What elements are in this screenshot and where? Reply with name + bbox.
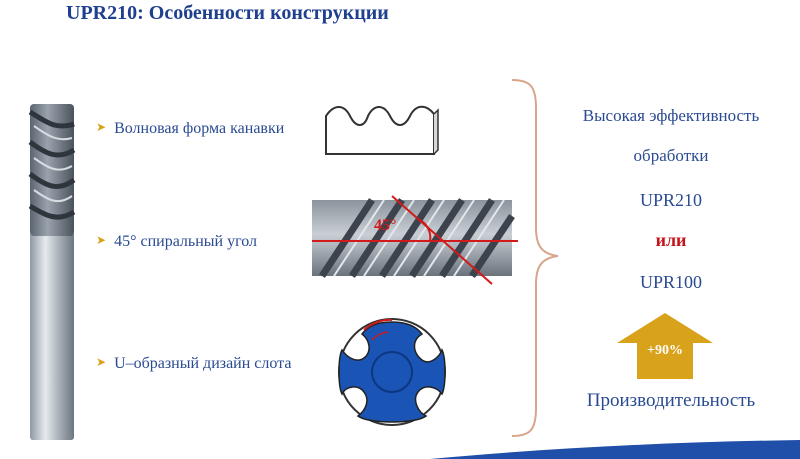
product-b: UPR100 <box>639 272 702 292</box>
productivity-label: Производительность <box>586 390 756 411</box>
feature-item-wave: ➤ Волновая форма канавки <box>96 120 284 138</box>
or-label: или <box>655 230 687 250</box>
helix-angle-image: 45° <box>312 195 518 285</box>
u-slot-section-image <box>338 318 446 426</box>
end-mill-image <box>28 104 76 440</box>
angle-label: 45° <box>374 217 396 234</box>
page-title: UPR210: Особенности конструкции <box>66 2 389 24</box>
up-arrow-icon <box>617 313 713 379</box>
feature-label: Волновая форма канавки <box>114 120 285 137</box>
footer-accent-bar <box>430 440 800 459</box>
product-a: UPR210 <box>639 190 702 210</box>
bullet-arrow-icon: ➤ <box>96 120 107 134</box>
bullet-arrow-icon: ➤ <box>96 233 107 247</box>
summary-efficiency: Высокая эффективность обработки <box>582 106 760 165</box>
wave-profile-image <box>325 105 439 155</box>
feature-item-angle: ➤ 45° спиральный угол <box>96 233 257 251</box>
bullet-arrow-icon: ➤ <box>96 355 107 369</box>
feature-label: U–образный дизайн слота <box>114 355 292 372</box>
feature-item-slot: ➤ U–образный дизайн слота <box>96 355 291 373</box>
grouping-brace <box>511 79 559 437</box>
feature-label: 45° спиральный угол <box>114 233 258 250</box>
gain-label: +90% <box>647 343 683 358</box>
